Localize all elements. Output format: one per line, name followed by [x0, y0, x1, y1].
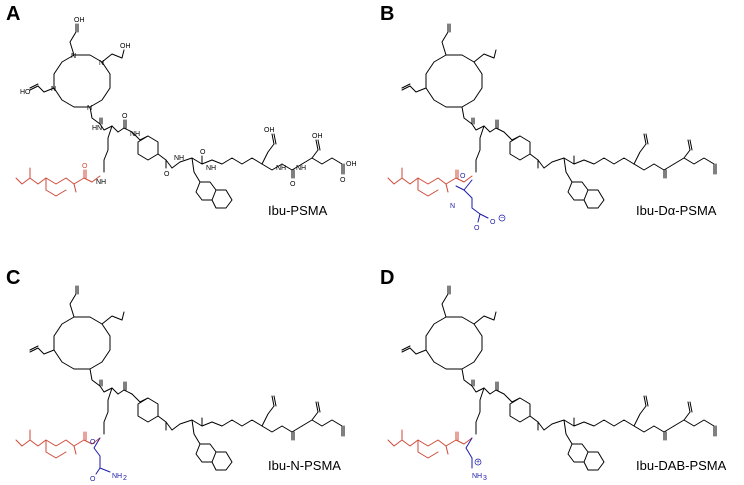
- atom-subscript: 3: [483, 475, 487, 482]
- atom-nh: NH: [206, 165, 216, 172]
- atom-oh: OH: [312, 133, 323, 140]
- panel-letter-b: B: [380, 3, 394, 25]
- atom-nh2: NH: [112, 473, 122, 480]
- compound-label-d: Ibu-DAB-PSMA: [636, 458, 727, 473]
- atom-o: O: [290, 181, 296, 188]
- charge-plus: +: [476, 459, 480, 466]
- atom-subscript: 2: [123, 475, 127, 482]
- panel-d: D Ibu-DAB-PSMA NH 3 +: [380, 267, 727, 482]
- charge-minus: −: [500, 215, 504, 222]
- atom-oh: OH: [74, 17, 85, 24]
- atom-o: O: [474, 225, 480, 232]
- panel-c: C Ibu-N-PSMA O O NH 2: [6, 267, 345, 483]
- atom-o: O: [460, 173, 466, 180]
- compound-label-c: Ibu-N-PSMA: [268, 458, 341, 473]
- atom-o: O: [340, 177, 346, 184]
- atom-o: O: [82, 163, 88, 170]
- atom-n: N: [51, 86, 56, 93]
- atom-ho: HO: [20, 89, 31, 96]
- atom-o: O: [90, 476, 96, 483]
- atom-nh: NH: [96, 179, 106, 186]
- atom-nh: NH: [130, 131, 140, 138]
- atom-o: O: [164, 171, 170, 178]
- panel-letter-d: D: [380, 267, 394, 289]
- atom-o: O: [122, 113, 128, 120]
- atom-h: N: [450, 203, 455, 210]
- atom-hn: HN: [92, 125, 102, 132]
- atom-nh: NH: [174, 155, 184, 162]
- atom-nh: NH: [276, 165, 286, 172]
- compound-label-b: Ibu-Dα-PSMA: [636, 203, 717, 218]
- atom-nh3: NH: [472, 473, 482, 480]
- atom-oh: OH: [120, 43, 131, 50]
- atom-o: O: [90, 439, 96, 446]
- compound-label-a: Ibu-PSMA: [268, 203, 328, 218]
- atom-n: N: [99, 60, 104, 67]
- atom-oh: OH: [346, 161, 357, 168]
- panel-letter-a: A: [6, 3, 20, 25]
- atom-n: N: [71, 53, 76, 60]
- panel-letter-c: C: [6, 267, 20, 289]
- atom-o-minus: O: [490, 219, 496, 226]
- panel-a: A Ibu-PSMA OH OH HO N N N N HN NH O O NH…: [6, 3, 357, 218]
- atom-o: O: [200, 149, 206, 156]
- atom-nh: NH: [296, 165, 306, 172]
- atom-n: N: [87, 105, 92, 112]
- panel-b: B Ibu-Dα-PSMA N O O O −: [380, 3, 717, 232]
- atom-oh: OH: [264, 127, 275, 134]
